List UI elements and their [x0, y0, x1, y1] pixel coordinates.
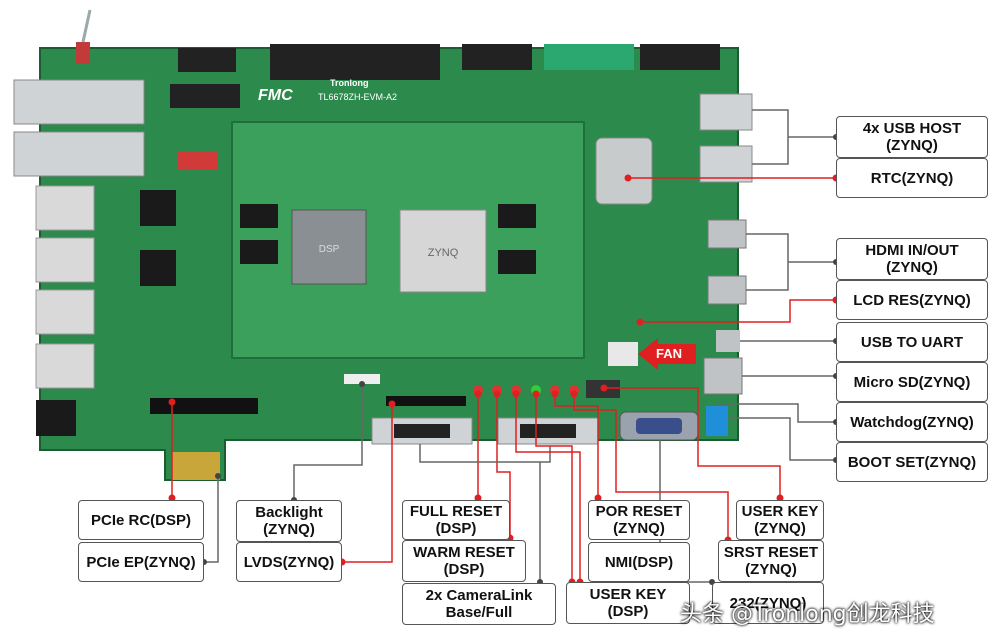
- fmc-logo: FMC: [258, 87, 293, 104]
- callout-full-reset: FULL RESET (DSP): [402, 500, 510, 540]
- model-text: TL6678ZH-EVM-A2: [318, 92, 397, 102]
- brand-text: Tronlong: [330, 78, 369, 88]
- micro-sd-slot: [703, 357, 743, 395]
- callout-user-key-zynq: USER KEY (ZYNQ): [736, 500, 824, 540]
- callout-cameralink: 2x CameraLink Base/Full: [402, 583, 556, 625]
- rj45-1: [35, 185, 95, 231]
- rj45-4: [35, 343, 95, 389]
- callout-lvds: LVDS(ZYNQ): [236, 542, 342, 582]
- usb-host-1: [699, 93, 753, 131]
- usb-host-2: [699, 145, 753, 183]
- svg-text:ZYNQ: ZYNQ: [428, 247, 459, 259]
- callout-pcie-ep: PCIe EP(ZYNQ): [78, 542, 204, 582]
- hdmi-out: [707, 275, 747, 305]
- sfp-cage-2: [13, 131, 145, 177]
- hdmi-in: [707, 219, 747, 249]
- pcie-slot: [150, 398, 258, 414]
- callout-backlight: Backlight (ZYNQ): [236, 500, 342, 542]
- callout-por-reset: POR RESET (ZYNQ): [588, 500, 690, 540]
- callout-lcd-res: LCD RES(ZYNQ): [836, 280, 988, 320]
- callout-pcie-rc: PCIe RC(DSP): [78, 500, 204, 540]
- callout-nmi: NMI(DSP): [588, 542, 690, 582]
- rj45-3: [35, 289, 95, 335]
- callout-srst-reset: SRST RESET (ZYNQ): [718, 540, 824, 582]
- fan-label: FAN: [656, 346, 682, 361]
- pcie-gold-fingers: [172, 452, 220, 480]
- callout-watchdog: Watchdog(ZYNQ): [836, 402, 988, 442]
- svg-text:DSP: DSP: [319, 244, 340, 255]
- callout-micro-sd: Micro SD(ZYNQ): [836, 362, 988, 402]
- sfp-cage-1: [13, 79, 145, 125]
- power-switch: [76, 42, 90, 64]
- power-jack: [36, 400, 76, 436]
- callout-boot-set: BOOT SET(ZYNQ): [836, 442, 988, 482]
- callout-usb-uart: USB TO UART: [836, 322, 988, 362]
- rj45-2: [35, 237, 95, 283]
- watermark-text: 头条 @Tronlong创龙科技: [680, 602, 935, 627]
- callout-hdmi: HDMI IN/OUT (ZYNQ): [836, 238, 988, 280]
- callout-rs232: 232(ZYNQ): [712, 582, 824, 624]
- callout-usb-host: 4x USB HOST (ZYNQ): [836, 116, 988, 158]
- callout-rtc: RTC(ZYNQ): [836, 158, 988, 198]
- zynq-chip: [399, 209, 487, 293]
- callout-warm-reset: WARM RESET (DSP): [402, 540, 526, 582]
- dsp-chip: [291, 209, 367, 285]
- fan-arrow-icon: [638, 338, 696, 370]
- callout-user-key-dsp: USER KEY (DSP): [566, 582, 690, 624]
- rtc-battery: [595, 137, 653, 205]
